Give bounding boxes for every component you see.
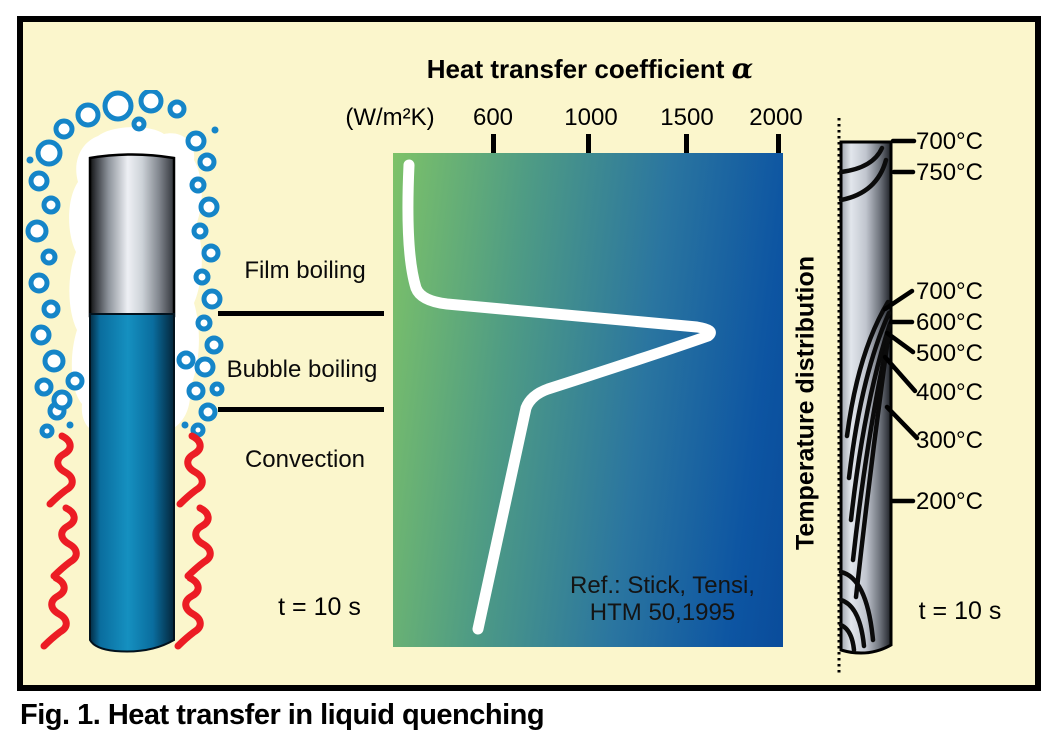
alpha-symbol: α: [731, 52, 754, 85]
half-cylinder-body: [839, 140, 893, 655]
temp-label-300: 300°C: [916, 427, 983, 454]
figure-caption: Fig. 1. Heat transfer in liquid quenchin…: [20, 699, 545, 731]
temp-label-700-top: 700°C: [916, 128, 983, 155]
bubble-dots-icon: [26, 126, 219, 429]
reference-citation: Ref.: Stick, Tensi, HTM 50,1995: [545, 572, 780, 626]
axis-unit-label: (W/m²K): [345, 104, 435, 131]
tick-label-2000: 2000: [749, 104, 803, 131]
zone-label-film-boiling: Film boiling: [244, 257, 366, 284]
temp-label-700: 700°C: [916, 278, 983, 305]
convection-squiggles-icon: [40, 432, 214, 650]
bubbles-icon: [25, 90, 225, 439]
reference-line-2: HTM 50,1995: [589, 599, 736, 626]
axis-tick-1000: [586, 134, 591, 153]
reference-line-1: Ref.: Stick, Tensi,: [570, 572, 755, 599]
zone-separator-line-1: [218, 311, 384, 316]
temp-label-200: 200°C: [916, 488, 983, 515]
zone-label-convection: Convection: [244, 446, 366, 473]
temp-label-750: 750°C: [916, 159, 983, 186]
temperature-leader-lines: [882, 138, 920, 504]
zone-separator-line-2: [218, 407, 384, 412]
axis-tick-2000: [776, 134, 781, 153]
temperature-distribution-axis-label: Temperature distribution: [791, 256, 820, 551]
temp-label-500: 500°C: [916, 340, 983, 367]
alpha-curve-path: [402, 159, 716, 635]
temp-label-400: 400°C: [916, 379, 983, 406]
temperature-distribution-diagram: [837, 118, 920, 675]
distribution-time-label: t = 10 s: [918, 597, 1002, 625]
tick-label-600: 600: [472, 104, 514, 131]
chart-plot-area: [393, 153, 783, 647]
probe-time-label: t = 10 s: [278, 593, 361, 621]
tick-label-1000: 1000: [564, 104, 618, 131]
isotherm-contours: [838, 145, 893, 653]
temp-label-600: 600°C: [916, 309, 983, 336]
tick-label-1500: 1500: [660, 104, 714, 131]
chart-title-text: Heat transfer coefficient: [426, 54, 725, 84]
probe-upper-metal: [88, 153, 176, 318]
alpha-curve: [402, 159, 716, 635]
zone-label-bubble-boiling: Bubble boiling: [226, 356, 378, 383]
axis-tick-1500: [684, 134, 689, 153]
chart-title: Heat transfer coefficient α: [385, 52, 795, 85]
probe-illustration: [25, 90, 225, 653]
probe-lower-blue: [89, 313, 175, 653]
axis-tick-600: [491, 134, 496, 153]
